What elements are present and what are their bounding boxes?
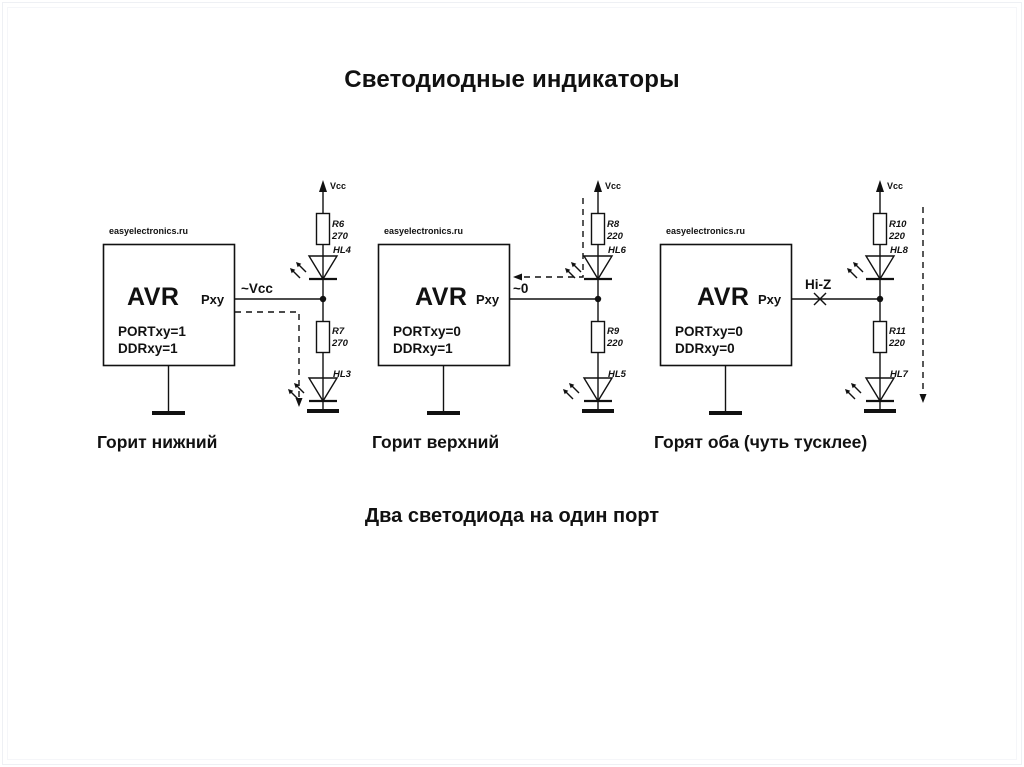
vcc-arrow [594, 180, 602, 192]
circuit-2: easyelectronics.ru AVR Pxy PORTxy=0 DDRx… [370, 172, 662, 464]
wire-state-label: Hi-Z [805, 277, 831, 292]
resistor-top-name: R8 [607, 219, 620, 230]
resistor-bottom [315, 320, 331, 354]
resistor-bottom [872, 320, 888, 354]
brand-label: easyelectronics.ru [666, 226, 745, 236]
led-top-name: HL6 [608, 245, 627, 256]
vcc-label: Vcc [605, 181, 621, 191]
port-register-label: PORTxy=0 [393, 324, 461, 339]
led-top-symbol [307, 255, 339, 281]
avr-box [659, 243, 793, 367]
resistor-top-value: 220 [888, 231, 906, 242]
ddr-register-label: DDRxy=1 [118, 341, 178, 356]
vcc-label: Vcc [330, 181, 346, 191]
resistor-bottom-name: R7 [332, 326, 345, 337]
circuit-caption: Горит нижний [97, 432, 217, 452]
resistor-top-name: R10 [889, 219, 907, 230]
led-top-light-arrows [290, 262, 307, 279]
circuit-1: easyelectronics.ru AVR Pxy PORTxy=1 DDRx… [95, 172, 387, 464]
pin-label: Pxy [476, 292, 500, 307]
led-bottom-light-arrows [288, 383, 305, 400]
led-top-name: HL8 [890, 245, 909, 256]
led-bottom-light-arrows [563, 383, 580, 400]
resistor-bottom [590, 320, 606, 354]
led-top-symbol [582, 255, 614, 281]
circuit-3: easyelectronics.ru AVR Pxy PORTxy=0 DDRx… [652, 172, 944, 464]
resistor-top [590, 212, 606, 246]
led-bottom-light-arrows [845, 383, 862, 400]
wire-state-label: ~0 [513, 281, 528, 296]
slide-title: Светодиодные индикаторы [344, 66, 680, 93]
resistor-bottom-name: R11 [889, 326, 906, 337]
ddr-register-label: DDRxy=0 [675, 341, 735, 356]
resistor-top [315, 212, 331, 246]
circuit-2-schematic: easyelectronics.ru AVR Pxy PORTxy=0 DDRx… [372, 180, 627, 452]
led-top-symbol [864, 255, 896, 281]
hiz-break-mark [813, 292, 827, 306]
avr-box [102, 243, 236, 367]
led-bottom-symbol [864, 377, 896, 403]
chip-label: AVR [127, 283, 179, 311]
vcc-label: Vcc [887, 181, 903, 191]
led-top-name: HL4 [333, 245, 352, 256]
resistor-bottom-value: 270 [331, 338, 349, 349]
circuit-caption: Горит верхний [372, 432, 499, 452]
current-path-dashed-arrow [513, 198, 584, 281]
resistor-top-value: 220 [606, 231, 624, 242]
junction-dot [876, 295, 884, 303]
resistor-top-name: R6 [332, 219, 345, 230]
circuit-caption: Горят оба (чуть тусклее) [654, 432, 867, 452]
current-path-dashed-arrow [919, 207, 927, 403]
junction-dot [319, 295, 327, 303]
junction-dot [594, 295, 602, 303]
avr-box [377, 243, 511, 367]
wire-state-label: ~Vcc [241, 281, 273, 296]
resistor-bottom-value: 220 [888, 338, 906, 349]
resistor-bottom-name: R9 [607, 326, 620, 337]
current-path-dashed-arrow [235, 311, 303, 407]
port-register-label: PORTxy=1 [118, 324, 186, 339]
slide-subtitle: Два светодиода на один порт [364, 505, 660, 527]
led-bottom-symbol [582, 377, 614, 403]
led-bottom-name: HL7 [890, 369, 909, 380]
led-bottom-name: HL3 [333, 369, 352, 380]
led-bottom-symbol [307, 377, 339, 403]
led-top-light-arrows [847, 262, 864, 279]
led-bottom-name: HL5 [608, 369, 627, 380]
chip-label: AVR [697, 283, 749, 311]
resistor-top [872, 212, 888, 246]
pin-label: Pxy [758, 292, 782, 307]
chip-label: AVR [415, 283, 467, 311]
resistor-bottom-value: 220 [606, 338, 624, 349]
vcc-arrow [319, 180, 327, 192]
circuit-3-schematic: easyelectronics.ru AVR Pxy PORTxy=0 DDRx… [654, 180, 927, 452]
pin-label: Pxy [201, 292, 225, 307]
brand-label: easyelectronics.ru [109, 226, 188, 236]
resistor-top-value: 270 [331, 231, 349, 242]
ddr-register-label: DDRxy=1 [393, 341, 453, 356]
circuit-1-schematic: easyelectronics.ru AVR Pxy PORTxy=1 DDRx… [97, 180, 352, 452]
brand-label: easyelectronics.ru [384, 226, 463, 236]
port-register-label: PORTxy=0 [675, 324, 743, 339]
vcc-arrow [876, 180, 884, 192]
led-top-light-arrows [565, 262, 582, 279]
